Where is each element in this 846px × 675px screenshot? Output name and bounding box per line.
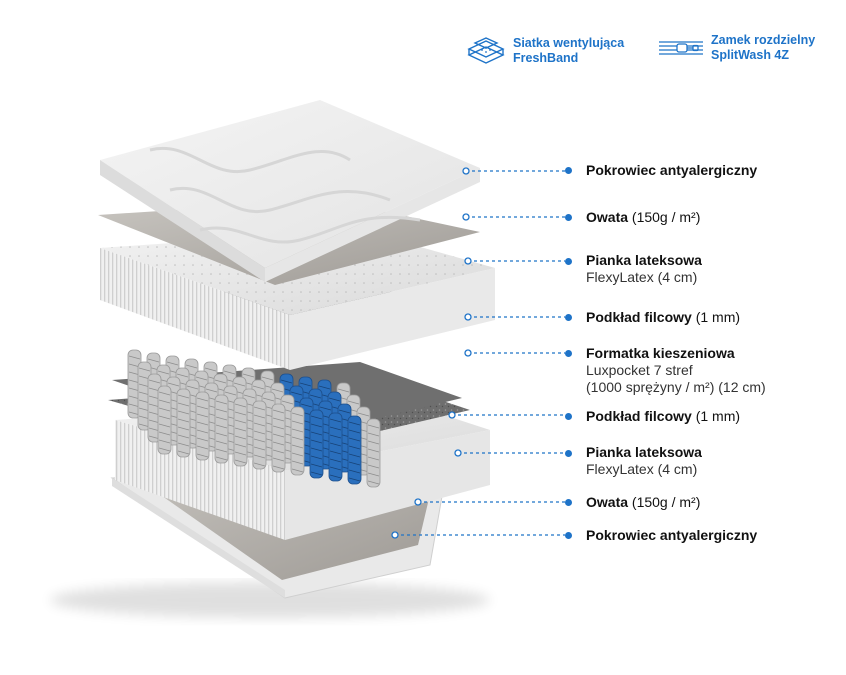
pocket-spring [366, 418, 381, 488]
leader-anchor [464, 313, 472, 321]
leader-anchor [448, 411, 456, 419]
leader-anchor [454, 449, 462, 457]
leader-anchor [462, 167, 470, 175]
feature-2-line1: Zamek rozdzielny [711, 33, 816, 47]
layer-6-marker [565, 413, 572, 420]
pocket-spring [290, 406, 305, 476]
feature-1-line1: Siatka wentylująca [513, 36, 625, 50]
layer-8-label: Owata (150g / m²) [586, 494, 700, 511]
layer-7-marker [565, 450, 572, 457]
zipper-icon [659, 41, 703, 55]
pocket-spring [347, 415, 362, 485]
layer-3-marker [565, 258, 572, 265]
leader-anchor [464, 349, 472, 357]
layer-1-label: Pokrowiec antyalergiczny [586, 162, 757, 179]
layer-9-title: Pokrowiec antyalergiczny [586, 527, 758, 543]
pocket-spring [176, 388, 191, 458]
ventilation-mesh-icon [467, 37, 505, 64]
layer-1-marker [565, 167, 572, 174]
layer-9-label: Pokrowiec antyalergiczny [586, 527, 757, 544]
pocket-spring [271, 403, 286, 473]
layer-2-label: Owata (150g / m²) [586, 209, 700, 226]
leader-anchor [462, 213, 470, 221]
layer-6-detail: (1 mm) [691, 408, 741, 424]
pocket-spring [214, 394, 229, 464]
layer-6-title: Podkład filcowy [586, 408, 692, 424]
feature-zipper: Zamek rozdzielny SplitWash 4Z [657, 33, 815, 63]
layer-4-label: Podkład filcowy (1 mm) [586, 309, 740, 326]
layer-5-sub2: (1000 sprężyny / m²) (12 cm) [586, 379, 766, 395]
layer-8-detail: (150g / m²) [628, 494, 701, 510]
pocket-spring [233, 397, 248, 467]
feature-ventilation-mesh: Siatka wentylująca FreshBand [465, 33, 624, 69]
layer-5-title: Formatka kieszeniowa [586, 345, 735, 361]
layer-7-title: Pianka lateksowa [586, 444, 702, 460]
pocket-spring [157, 385, 172, 455]
layer-3-title: Pianka lateksowa [586, 252, 702, 268]
layer-4-detail: (1 mm) [691, 309, 741, 325]
layer-3-label: Pianka lateksowa FlexyLatex (4 cm) [586, 252, 702, 286]
pocket-spring [252, 400, 267, 470]
layer-6-label: Podkład filcowy (1 mm) [586, 408, 740, 425]
leader-anchor [414, 498, 422, 506]
layer-2-detail: (150g / m²) [628, 209, 701, 225]
layer-3-sub: FlexyLatex (4 cm) [586, 269, 698, 285]
layer-4-marker [565, 314, 572, 321]
layer-7-label: Pianka lateksowa FlexyLatex (4 cm) [586, 444, 702, 478]
layer-9-marker [565, 532, 572, 539]
layer-2-marker [565, 214, 572, 221]
pocket-spring [309, 409, 324, 479]
pocket-spring [328, 412, 343, 482]
pocket-springs [112, 349, 462, 488]
leader-anchor [391, 531, 399, 539]
layer-8-title: Owata [586, 494, 629, 510]
layer-5-label: Formatka kieszeniowa Luxpocket 7 stref (… [586, 345, 766, 396]
layer-2-title: Owata [586, 209, 629, 225]
layer-5-marker [565, 350, 572, 357]
layer-5-sub: Luxpocket 7 stref [586, 362, 693, 378]
layer-8-marker [565, 499, 572, 506]
feature-1-line2: FreshBand [513, 51, 579, 65]
layer-4-title: Podkład filcowy [586, 309, 692, 325]
layer-7-sub: FlexyLatex (4 cm) [586, 461, 698, 477]
feature-2-line2: SplitWash 4Z [711, 48, 790, 62]
leader-anchor [464, 257, 472, 265]
layer-1-title: Pokrowiec antyalergiczny [586, 162, 758, 178]
pocket-spring [195, 391, 210, 461]
